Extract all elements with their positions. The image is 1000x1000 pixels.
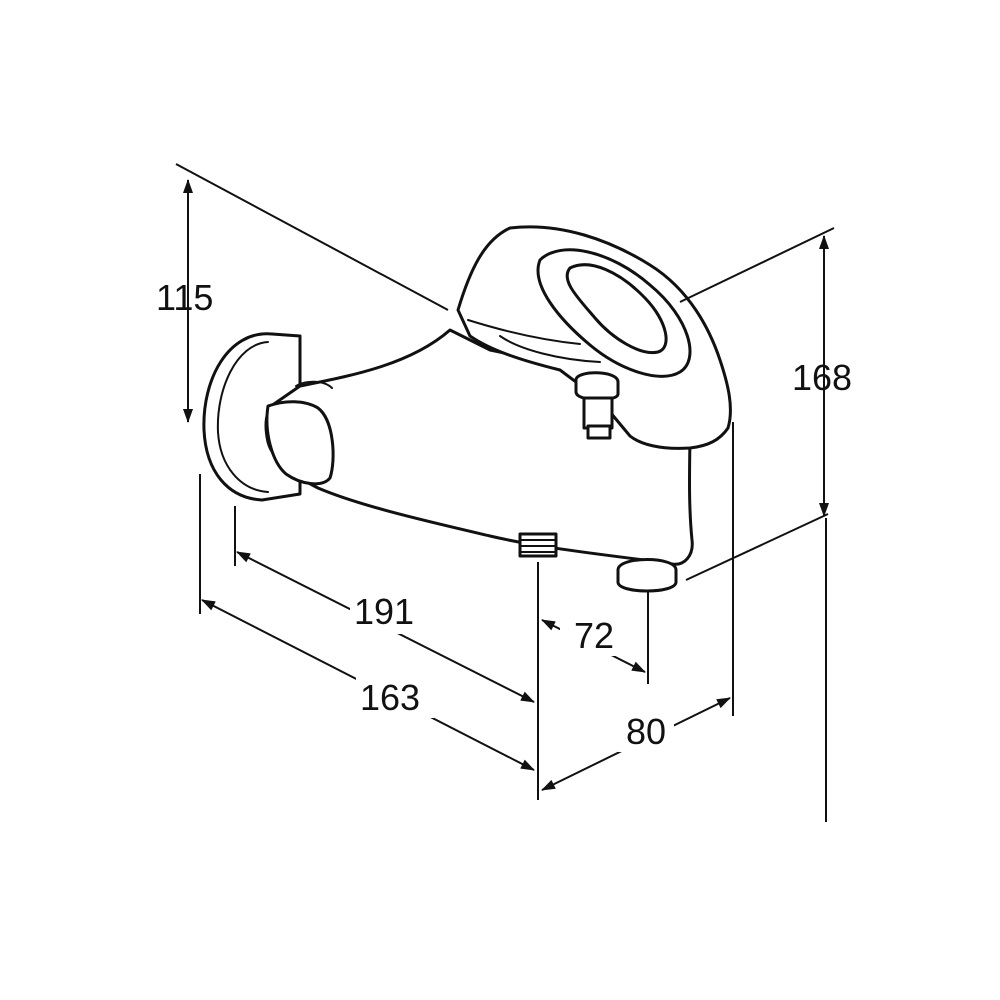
extension-lines <box>175 163 835 822</box>
bath-mixer-faucet <box>202 225 732 593</box>
label-72: 72 <box>574 615 614 656</box>
dimension-labels: 115 168 191 163 72 80 <box>156 277 852 752</box>
label-80: 80 <box>626 711 666 752</box>
label-168: 168 <box>792 357 852 398</box>
inlet-arm <box>265 400 335 486</box>
lever-handle <box>536 248 692 378</box>
diverter-knob <box>574 371 620 440</box>
label-163: 163 <box>360 677 420 718</box>
label-191: 191 <box>354 591 414 632</box>
threaded-outlet <box>518 532 558 558</box>
label-115: 115 <box>156 277 213 318</box>
spout-outlet <box>616 558 678 593</box>
